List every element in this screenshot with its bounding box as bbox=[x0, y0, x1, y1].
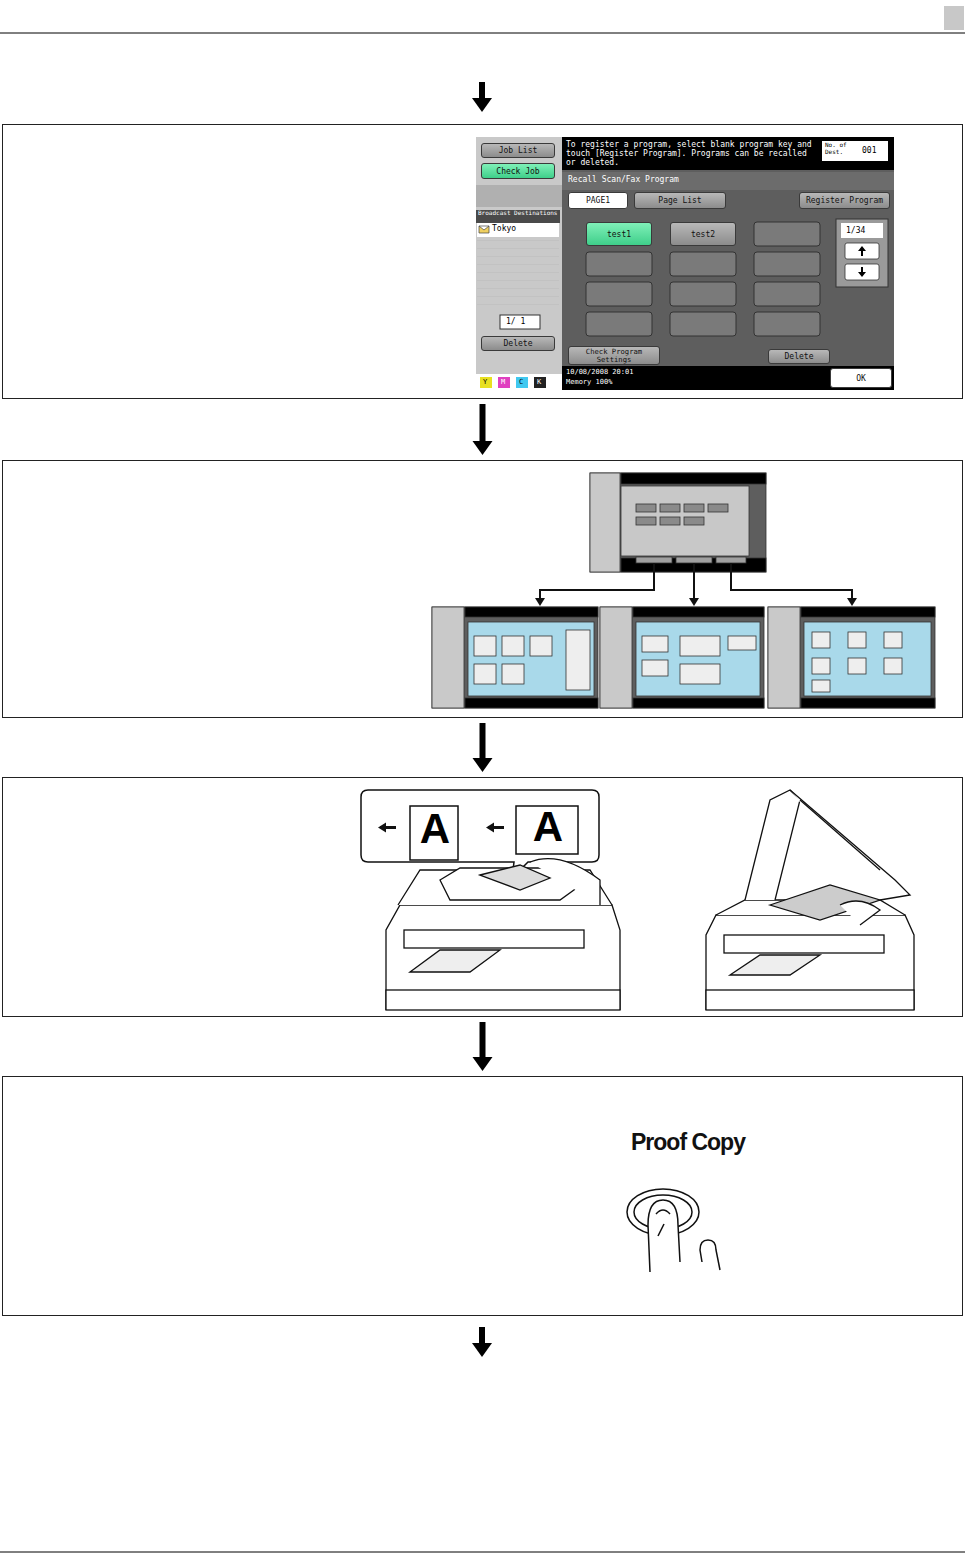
screen-tab: Page List bbox=[634, 192, 726, 209]
program-key: test1 bbox=[586, 222, 652, 246]
destination-name: Tokyo bbox=[492, 224, 552, 233]
original-letter: A bbox=[528, 806, 568, 848]
toner-letter: K bbox=[537, 378, 545, 386]
screen-button: Register Program bbox=[799, 192, 890, 209]
screen-button: Delete bbox=[768, 349, 830, 364]
screen-text: No. of Dest. bbox=[825, 142, 857, 156]
screen-tab: PAGE1 bbox=[568, 192, 628, 209]
screen-heading: Broadcast Destinations bbox=[478, 210, 560, 217]
button-label: test1 bbox=[607, 230, 631, 239]
screen-button: Delete bbox=[481, 336, 555, 351]
button-label: Check Job bbox=[496, 167, 539, 176]
button-label: Page List bbox=[658, 196, 701, 205]
screen-button: Job List bbox=[481, 143, 555, 158]
original-letter: A bbox=[417, 808, 453, 850]
memory-status: Memory 100% bbox=[566, 378, 696, 386]
step-panel bbox=[2, 460, 963, 718]
flow-arrow bbox=[473, 723, 493, 772]
button-label: Job List bbox=[499, 146, 538, 155]
screen-title: Recall Scan/Fax Program bbox=[568, 175, 768, 184]
button-label: Delete bbox=[504, 339, 533, 348]
button-label: Check Program Settings bbox=[571, 348, 657, 364]
screen-text: 001 bbox=[862, 146, 886, 155]
button-label: Proof Copy bbox=[631, 1129, 745, 1156]
button-label: Register Program bbox=[806, 196, 883, 205]
program-key: test2 bbox=[670, 222, 736, 246]
button-label: PAGE1 bbox=[586, 196, 610, 205]
button-label: OK bbox=[856, 374, 866, 383]
toner-letter: C bbox=[519, 378, 527, 386]
toner-letter: M bbox=[501, 378, 509, 386]
step-panel: Proof Copy bbox=[2, 1076, 963, 1316]
flow-arrow bbox=[473, 1022, 493, 1071]
date-time: 10/08/2008 20:01 bbox=[566, 368, 696, 376]
flow-arrow bbox=[473, 404, 493, 455]
page-counter: 1/34 bbox=[846, 226, 880, 235]
step-panel bbox=[2, 777, 963, 1017]
screen-message: To register a program, select blank prog… bbox=[566, 140, 818, 168]
page-counter: 1/ 1 bbox=[506, 317, 538, 326]
screen-button: Check Program Settings bbox=[568, 346, 660, 365]
button-label: test2 bbox=[691, 230, 715, 239]
toner-letter: Y bbox=[483, 378, 491, 386]
button-label: Delete bbox=[785, 352, 814, 361]
screen-button: Check Job bbox=[481, 163, 555, 179]
screen-button: OK bbox=[830, 368, 892, 388]
step-panel: Job ListCheck JobPAGE1 Page List Register … bbox=[2, 124, 963, 399]
